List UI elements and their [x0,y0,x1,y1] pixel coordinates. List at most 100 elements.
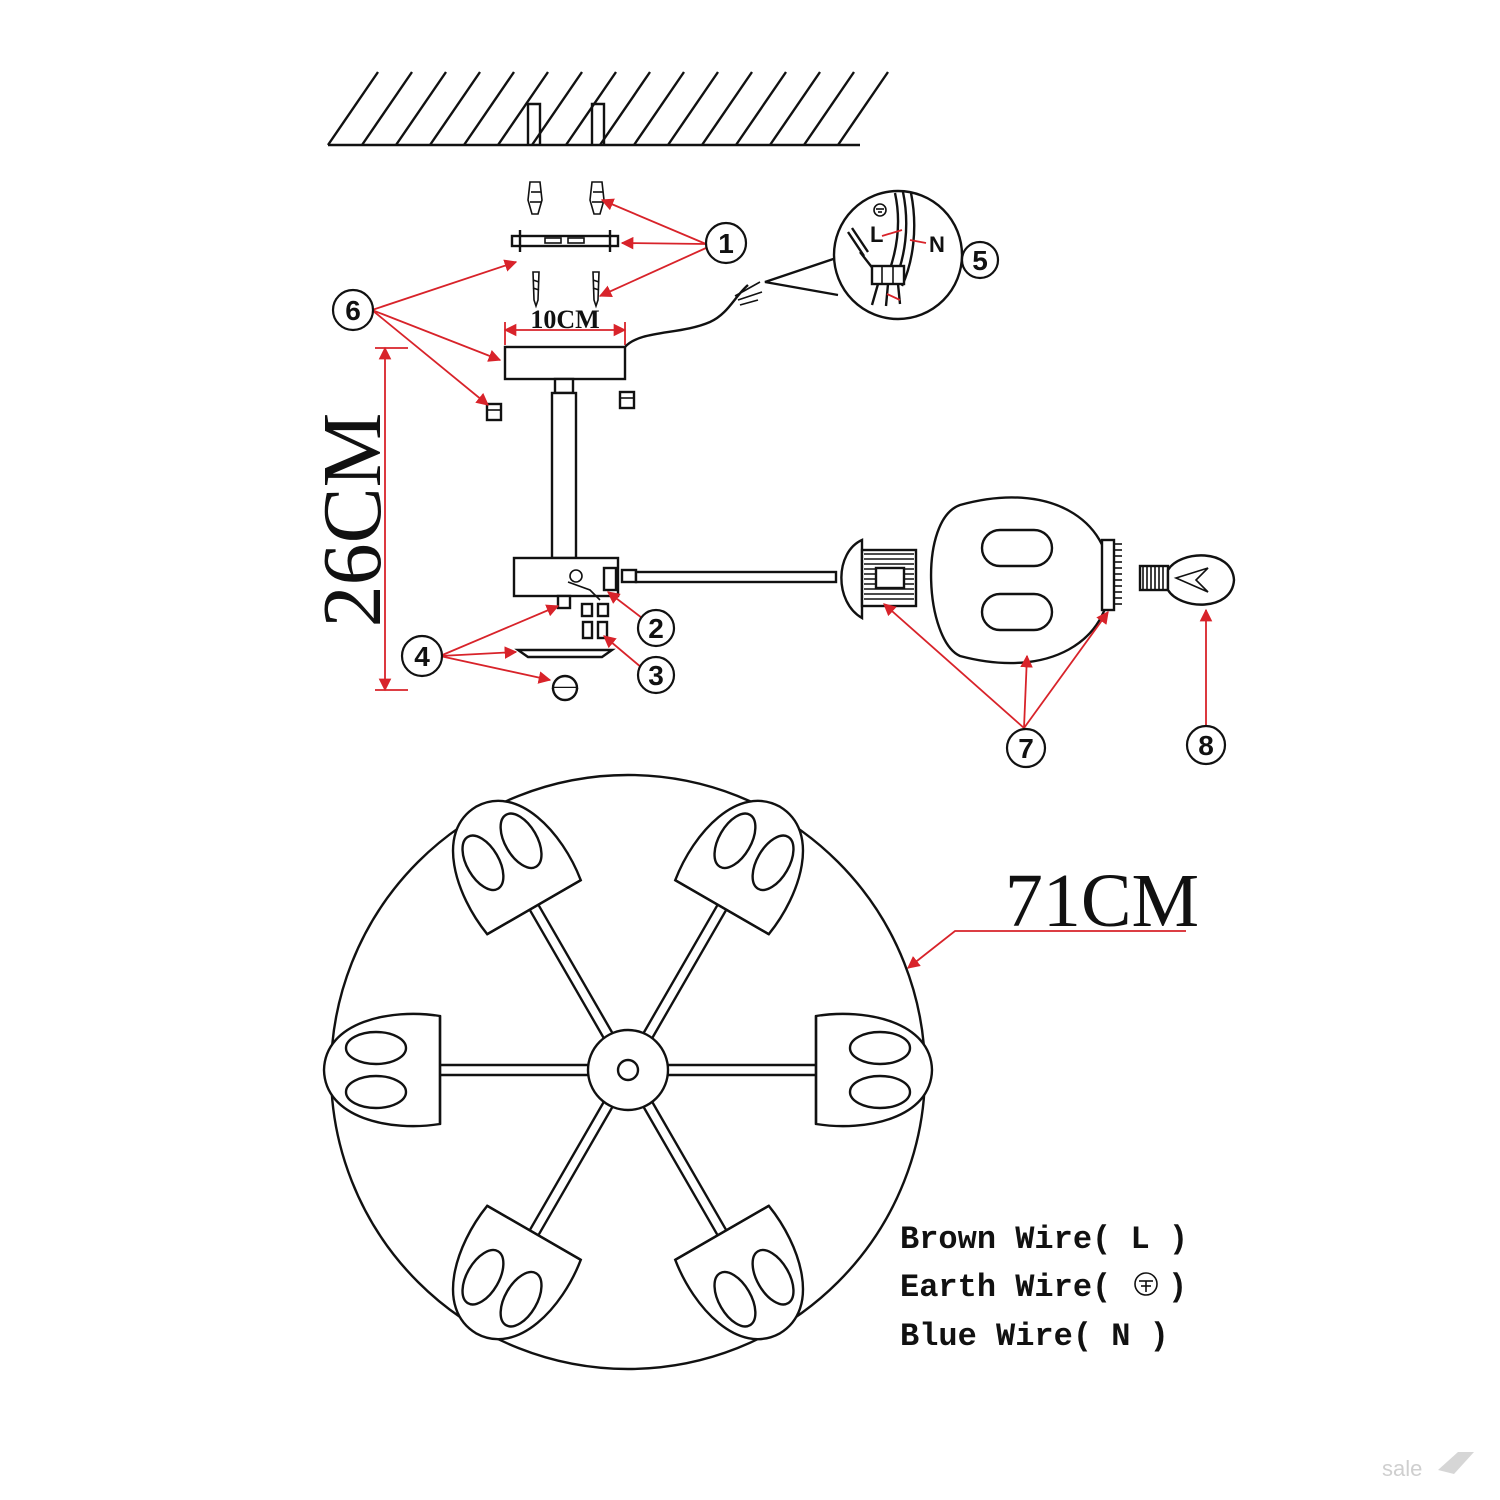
svg-text:7: 7 [1018,733,1034,764]
svg-text:3: 3 [648,660,664,691]
shade-outline [451,799,583,936]
svg-text:2: 2 [648,613,664,644]
wiring-label-live: L [870,222,883,247]
top-view-shade [673,1204,805,1341]
shade-window [848,1074,912,1110]
legend-blue-wire: Blue Wire( N ) [900,1318,1169,1355]
hatch-line [769,71,821,146]
dimension-bracket-width-label: 10CM [530,305,599,334]
hatch-line [327,71,379,146]
top-view-hub [586,1028,670,1112]
hatch-line [361,71,413,146]
top-view-arm [641,902,720,1036]
wire-legend: Brown Wire( L ) Earth Wire( ) Blue Wire(… [900,1221,1188,1355]
shade-window [751,834,795,892]
shade-window [461,834,505,892]
dimension-drop-height: 26CM [306,346,408,692]
shade-rim [486,1204,582,1261]
top-view-arm [527,1099,606,1233]
callout-5: 5 [960,240,1000,280]
wall-plug-right [589,181,605,215]
shade-window [751,1248,795,1306]
junction-body [512,556,620,610]
watermark: sale [1382,1452,1474,1481]
glass-shade-side [929,496,1122,665]
finial [551,674,579,702]
earth-symbol-icon [1134,1272,1158,1296]
hatch-line [701,71,753,146]
callout-4: 4 [400,634,444,678]
top-view-arm [536,1104,615,1238]
top-view-arm [536,902,615,1036]
shade-window [344,1030,408,1066]
svg-text:6: 6 [345,295,361,326]
shade-outline [673,1204,805,1341]
shade-rim [486,879,582,936]
dimension-drop-height-label: 26CM [306,413,399,628]
callout-8: 8 [1185,724,1227,766]
top-view-shade [322,1012,442,1128]
top-view-shade [673,799,805,936]
dimension-diameter-label: 71CM [1005,859,1199,943]
shade-window [499,1270,543,1328]
legend-earth-wire-prefix: Earth Wire( [900,1269,1111,1306]
top-view-shade [451,1204,583,1341]
shade-window [713,812,757,870]
hatch-line [497,71,549,146]
shade-outline [673,799,805,936]
lamp-holder [860,548,918,608]
light-bulb [1138,554,1236,606]
hatch-line [837,71,889,146]
canopy [485,281,763,422]
shade-window [499,812,543,870]
hatch-line [599,71,651,146]
hatch-line [735,71,787,146]
top-view-arm [527,907,606,1041]
callout-3: 3 [636,655,676,695]
shade-outline [814,1012,934,1128]
top-view-arm [641,1104,720,1238]
top-view-arm [650,907,729,1041]
down-rod [550,377,578,560]
svg-text:1: 1 [718,228,734,259]
screw-left [532,271,540,309]
legend-brown-wire: Brown Wire( L ) [900,1221,1188,1258]
shade-outline [451,1204,583,1341]
shade-window [461,1248,505,1306]
legend-earth-wire-suffix: ) [1168,1269,1187,1306]
ceiling-hatch [327,71,889,147]
wire-connectors [580,602,610,640]
leader-lines [371,198,1213,969]
hatch-line [667,71,719,146]
hatch-line [463,71,515,146]
callout-2: 2 [636,608,676,648]
screw-right [592,271,600,309]
svg-text:5: 5 [972,245,988,276]
callout-6: 6 [331,288,375,332]
dimension-bracket-width: 10CM [503,305,627,345]
wiring-label-neutral: N [929,232,945,257]
callout-1: 1 [704,221,748,265]
mounting-bracket [510,230,620,252]
shade-outline [322,1012,442,1128]
shade-window [344,1074,408,1110]
svg-text:4: 4 [414,641,430,672]
top-view-arm [650,1099,729,1233]
hatch-line [395,71,447,146]
wiring-detail-bubble: L N [764,189,964,321]
top-view-shade [814,1012,934,1128]
hatch-line [429,71,481,146]
lamp-arm [620,538,864,621]
hatch-line [803,71,855,146]
shade-window [848,1030,912,1066]
watermark-text: sale [1382,1456,1422,1481]
top-view [322,773,934,1371]
shade-window [713,1270,757,1328]
hatch-line [633,71,685,146]
callout-7: 7 [1005,727,1047,769]
top-view-shade [451,799,583,936]
shade-rim [674,879,770,936]
shade-rim [674,1204,770,1261]
svg-text:8: 8 [1198,730,1214,761]
